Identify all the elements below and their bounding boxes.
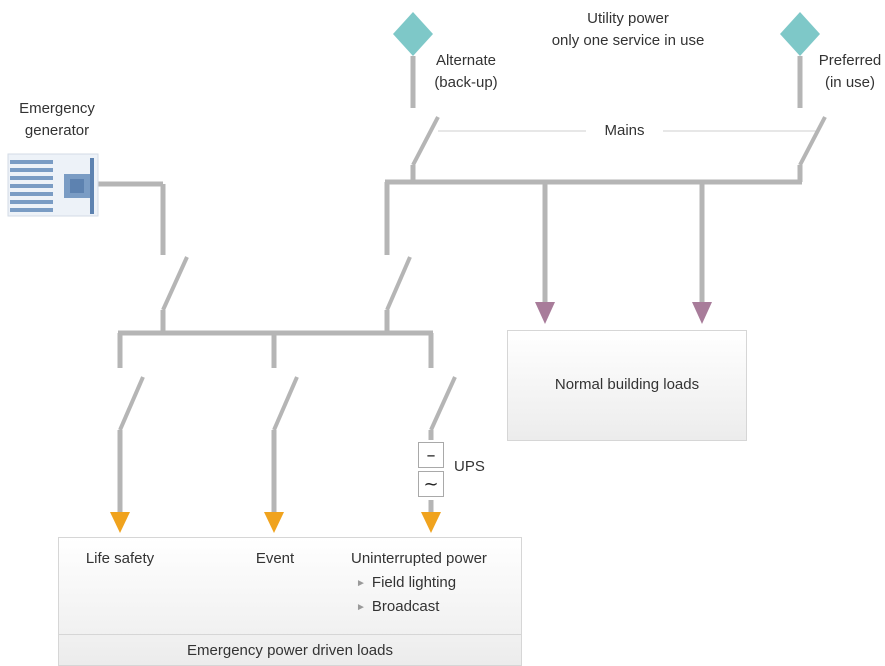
utility-transfer-switch [385, 256, 412, 311]
normal-load-arrow-1 [535, 302, 555, 324]
preferred-switch [798, 116, 827, 166]
normal-building-loads-box: Normal building loads [507, 330, 747, 441]
event-switch [272, 376, 299, 431]
utility-power-line1: Utility power [587, 10, 669, 27]
ups-unit: – ~ [418, 440, 444, 500]
dc-symbol-icon: – [418, 442, 444, 468]
emergency-loads-footer: Emergency power driven loads [187, 642, 393, 659]
broadcast-label: Broadcast [371, 598, 440, 615]
utility-power-label: Utility power only one service in use [548, 8, 708, 52]
triangle-bullet-icon: ► [356, 578, 366, 589]
utility-power-line2: only one service in use [551, 32, 705, 49]
preferred-label: Preferred (in use) [812, 50, 885, 94]
ac-symbol-icon: ~ [418, 471, 444, 497]
emergency-generator-line2: generator [24, 122, 90, 139]
life-safety-arrow [110, 512, 130, 533]
preferred-source-diamond [780, 12, 820, 56]
emergency-loads-box: Life safety Event Uninterrupted power ► F… [58, 537, 522, 666]
alternate-switch [411, 116, 440, 166]
ups-switch [429, 376, 457, 431]
emergency-loads-divider [59, 634, 521, 635]
mains-label: Mains [604, 122, 645, 139]
preferred-line1: Preferred [818, 52, 882, 69]
life-safety-switch [118, 376, 145, 431]
event-arrow [264, 512, 284, 533]
field-lighting-item: ► Field lighting [356, 572, 456, 596]
life-safety-label: Life safety [85, 550, 155, 567]
event-label: Event [255, 550, 295, 567]
triangle-bullet-icon: ► [356, 602, 366, 613]
emergency-generator-label: Emergency generator [6, 98, 108, 142]
alternate-source-diamond [393, 12, 433, 56]
alternate-line1: Alternate [435, 52, 497, 69]
uninterrupted-power-label: Uninterrupted power [351, 550, 487, 567]
alternate-line2: (back-up) [434, 74, 498, 91]
alternate-source [393, 12, 433, 108]
field-lighting-label: Field lighting [371, 574, 457, 591]
normal-building-loads-label: Normal building loads [554, 376, 700, 393]
preferred-source [780, 12, 820, 108]
emergency-generator-line1: Emergency [19, 100, 95, 117]
ups-arrow [421, 512, 441, 533]
broadcast-item: ► Broadcast [356, 596, 439, 620]
normal-load-arrow-2 [692, 302, 712, 324]
generator-icon [7, 153, 99, 217]
ups-label: UPS [454, 458, 485, 475]
preferred-line2: (in use) [824, 74, 876, 91]
alternate-label: Alternate (back-up) [426, 50, 506, 94]
generator-transfer-switch [161, 256, 189, 311]
